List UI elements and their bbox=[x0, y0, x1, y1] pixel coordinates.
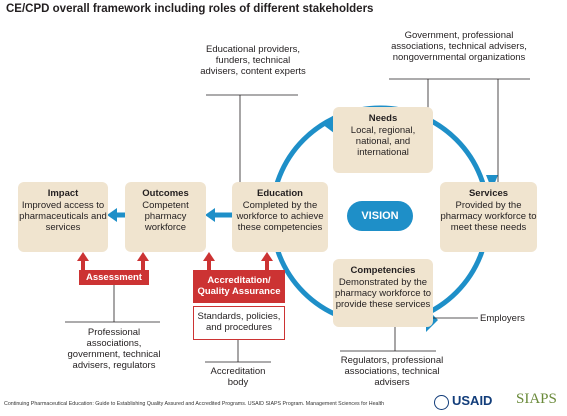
needs-heading: Needs bbox=[368, 113, 398, 124]
competencies-text: Demonstrated by the pharmacy workforce t… bbox=[334, 277, 432, 310]
outcomes-box: Outcomes Competent pharmacy workforce bbox=[125, 182, 206, 252]
usaid-logo: USAID bbox=[452, 393, 493, 408]
stakeholders-education: Educational providers, funders, technica… bbox=[200, 44, 306, 77]
impact-box: Impact Improved access to pharmaceutical… bbox=[18, 182, 108, 252]
footer-citation: Continuing Pharmaceutical Education: Gui… bbox=[4, 401, 385, 407]
stakeholders-needs: Government, professional associations, t… bbox=[391, 30, 527, 63]
vision-badge: VISION bbox=[347, 201, 413, 231]
assessment-arrows bbox=[77, 252, 149, 271]
page-title: CE/CPD overall framework including roles… bbox=[6, 3, 374, 15]
outcomes-text: Competent pharmacy workforce bbox=[142, 200, 189, 233]
education-heading: Education bbox=[257, 188, 303, 199]
needs-text: Local, regional, national, and internati… bbox=[350, 125, 416, 158]
competencies-box: Competencies Demonstrated by the pharmac… bbox=[333, 259, 433, 327]
impact-heading: Impact bbox=[47, 188, 79, 199]
assessment-box: Assessment bbox=[79, 270, 149, 285]
outcomes-heading: Outcomes bbox=[142, 188, 189, 199]
needs-box: Needs Local, regional, national, and int… bbox=[333, 107, 433, 173]
accreditation-arrows bbox=[203, 252, 273, 271]
standards-box: Standards, policies, and procedures bbox=[193, 306, 285, 340]
stakeholders-competencies: Regulators, professional associations, t… bbox=[340, 355, 444, 388]
competencies-heading: Competencies bbox=[350, 265, 416, 276]
impact-text: Improved access to pharmaceuticals and s… bbox=[19, 200, 107, 233]
stakeholders-assessment: Professional associations, government, t… bbox=[67, 327, 161, 371]
stakeholders-accreditation: Accreditation body bbox=[210, 366, 266, 388]
education-text: Completed by the workforce to achieve th… bbox=[236, 200, 324, 233]
usaid-seal-icon bbox=[434, 395, 449, 410]
education-box: Education Completed by the workforce to … bbox=[232, 182, 328, 252]
stakeholders-employers: Employers bbox=[480, 313, 525, 324]
services-text: Provided by the pharmacy workforce to me… bbox=[440, 200, 537, 233]
siaps-logo: SIAPS bbox=[516, 391, 557, 407]
accreditation-box: Accreditation/ Quality Assurance bbox=[193, 270, 285, 303]
services-heading: Services bbox=[468, 188, 509, 199]
services-box: Services Provided by the pharmacy workfo… bbox=[440, 182, 537, 252]
